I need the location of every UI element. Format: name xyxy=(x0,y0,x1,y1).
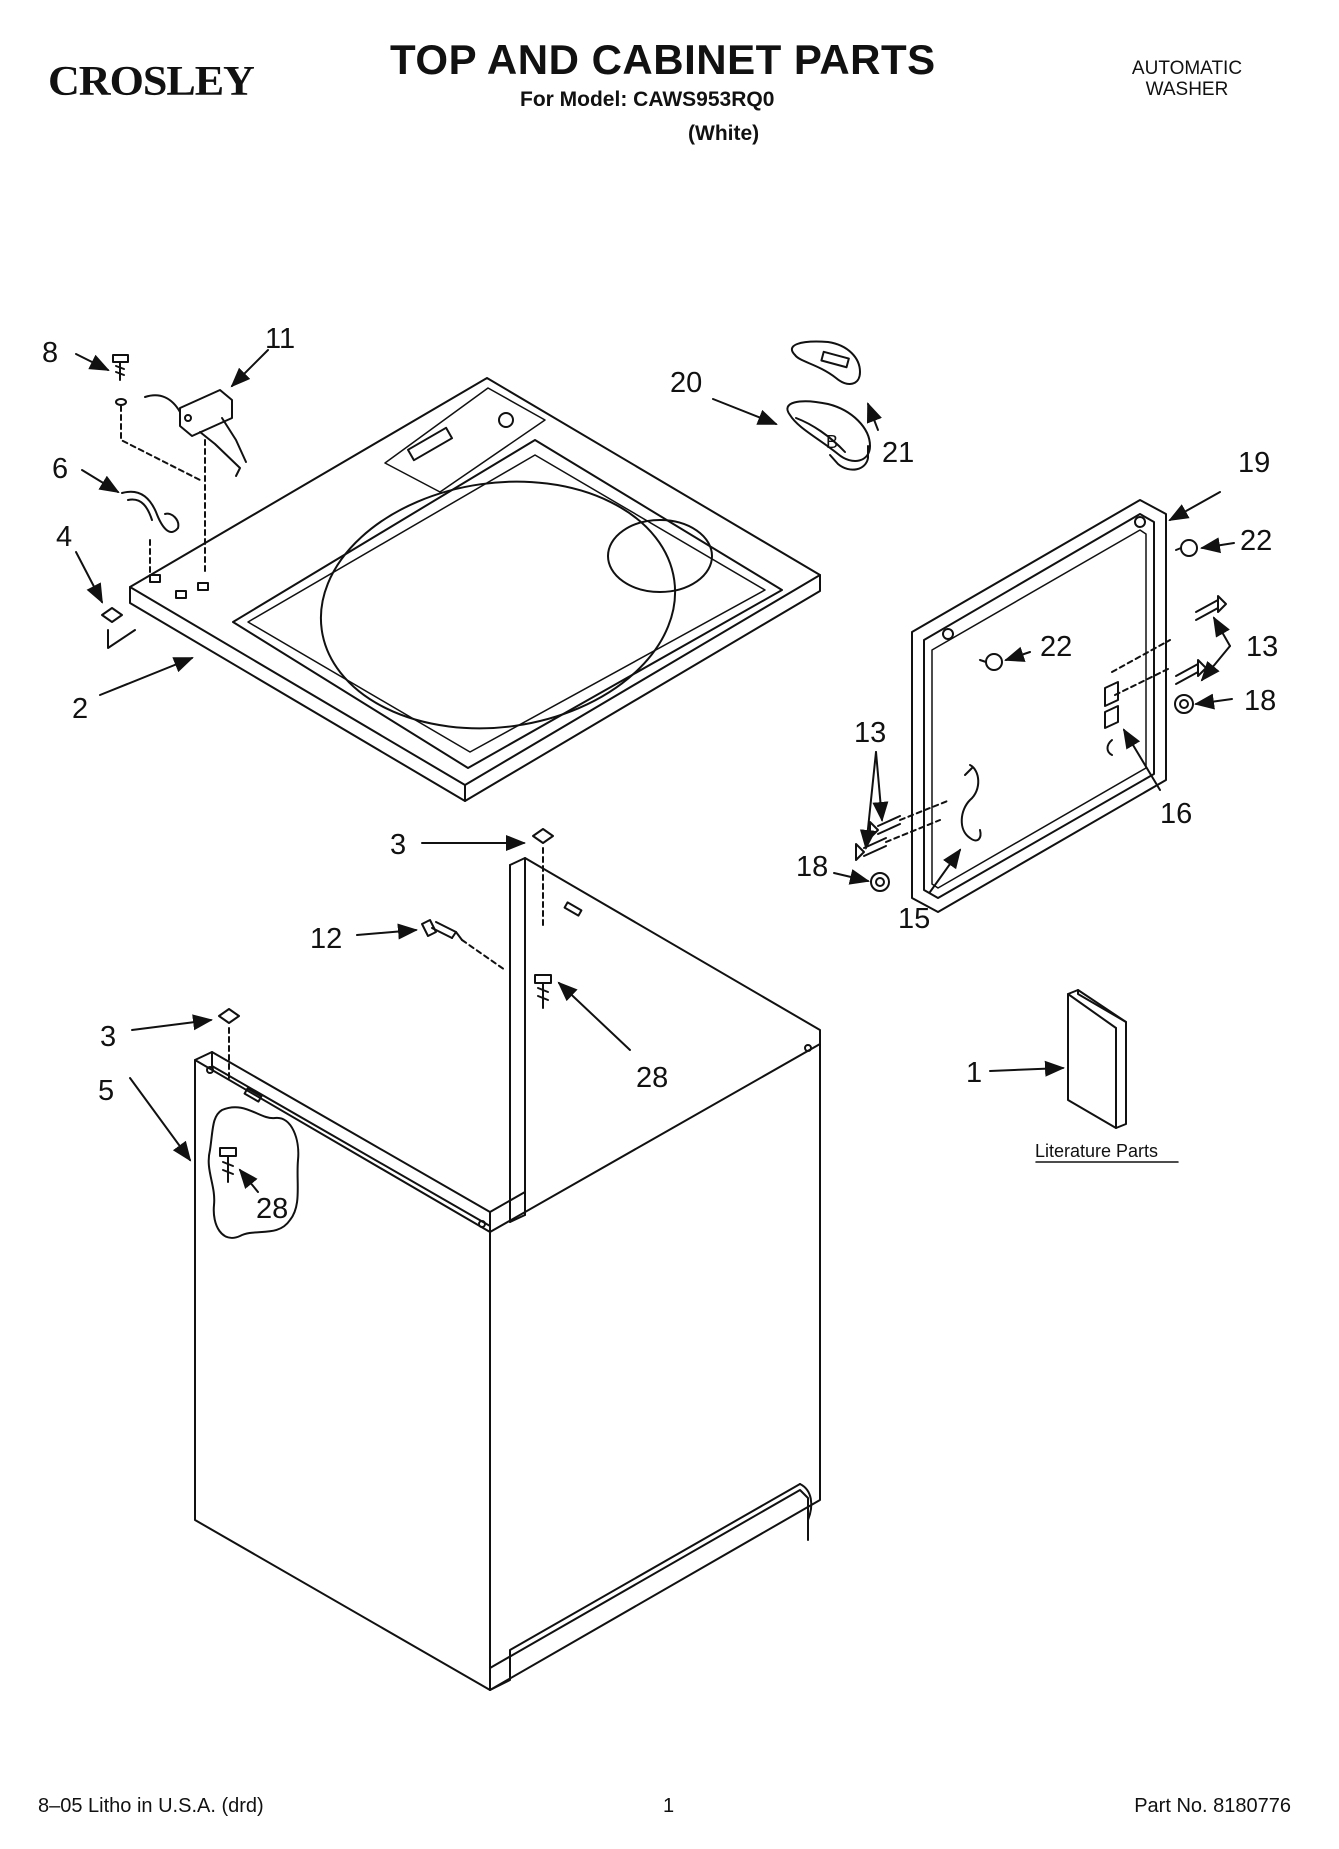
callout-28-cabinet: 28 xyxy=(636,1062,668,1094)
callout-28-cutaway: 28 xyxy=(256,1193,288,1225)
model-color: (White) xyxy=(688,122,760,145)
callout-3-left: 3 xyxy=(100,1021,116,1053)
callout-2: 2 xyxy=(72,693,88,725)
part-18-bumpers xyxy=(870,694,1194,892)
part-5-cabinet xyxy=(194,857,821,1691)
leader-lines xyxy=(75,349,1235,1193)
callout-22-top: 22 xyxy=(1240,525,1272,557)
callout-19: 19 xyxy=(1238,447,1270,479)
callout-12: 12 xyxy=(310,923,342,955)
part-22-bumpers xyxy=(979,539,1198,671)
callout-20: 20 xyxy=(670,367,702,399)
cabinet-cutaway xyxy=(207,1106,300,1239)
callout-1: 1 xyxy=(966,1057,982,1089)
callout-18-right: 18 xyxy=(1244,685,1276,717)
product-type: AUTOMATIC WASHER xyxy=(1087,58,1287,100)
part-19-lid xyxy=(911,499,1167,913)
part-28-screw xyxy=(534,974,552,1009)
svg-text:B: B xyxy=(826,432,838,452)
callout-8: 8 xyxy=(42,337,58,369)
part-6-bracket xyxy=(121,490,180,581)
washer-top xyxy=(129,377,821,802)
callout-18-left: 18 xyxy=(796,851,828,883)
callout-21: 21 xyxy=(882,437,914,469)
callout-6: 6 xyxy=(52,453,68,485)
product-type-line1: AUTOMATIC xyxy=(1131,58,1243,79)
callout-numbers: 8 11 6 4 2 20 21 19 22 22 13 18 13 16 18… xyxy=(42,323,1278,1225)
literature-label: Literature Parts xyxy=(1035,1141,1158,1161)
part-4-clip xyxy=(101,607,136,649)
callout-5: 5 xyxy=(98,1075,114,1107)
footer-page-number: 1 xyxy=(663,1795,675,1817)
part-16-hinge xyxy=(1104,681,1119,756)
part-15-hinge xyxy=(960,764,982,842)
part-13-screws-right xyxy=(1111,595,1227,696)
callout-13-right: 13 xyxy=(1246,631,1278,663)
part-8-screw xyxy=(112,354,201,481)
callout-15: 15 xyxy=(898,903,930,935)
page-title: TOP AND CABINET PARTS xyxy=(390,36,936,83)
model-number: For Model: CAWS953RQ0 xyxy=(520,88,775,111)
brand-logo: CROSLEY xyxy=(48,59,255,105)
part-12-screw xyxy=(421,919,506,971)
callout-11: 11 xyxy=(265,323,295,355)
part-11-lid-switch xyxy=(144,389,247,576)
callout-16: 16 xyxy=(1160,798,1192,830)
product-type-line2: WASHER xyxy=(1145,79,1229,100)
footer-litho: 8–05 Litho in U.S.A. (drd) xyxy=(38,1795,264,1817)
callout-4: 4 xyxy=(56,521,72,553)
callout-13-left: 13 xyxy=(854,717,886,749)
callout-22-mid: 22 xyxy=(1040,631,1072,663)
part-1-literature xyxy=(1067,989,1127,1129)
footer-part-number: Part No. 8180776 xyxy=(1134,1795,1291,1817)
part-3-clips xyxy=(218,828,554,1079)
part-20-21-knob: B xyxy=(786,340,871,471)
callout-3-top: 3 xyxy=(390,829,406,861)
